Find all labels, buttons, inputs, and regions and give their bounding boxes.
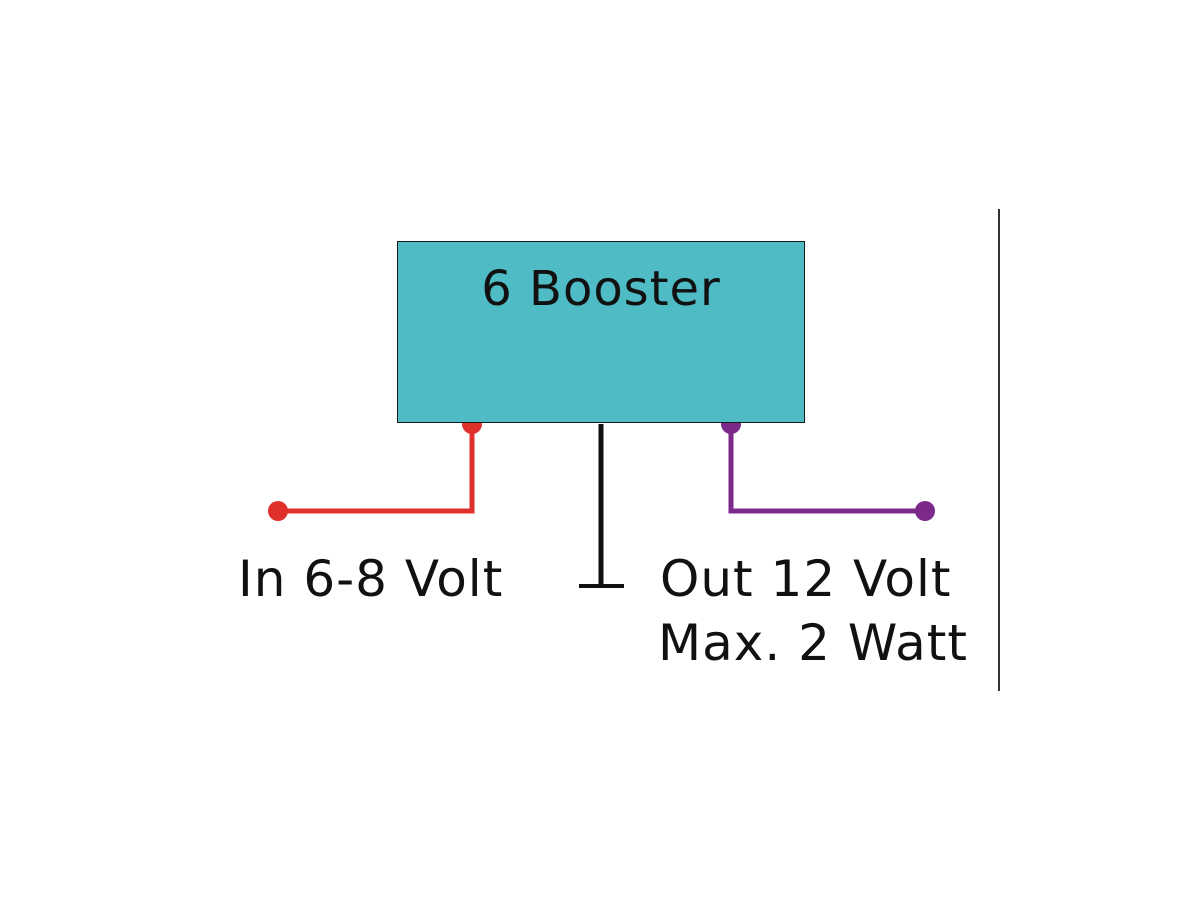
input-wire [278, 424, 475, 514]
page-edge-line [998, 209, 1000, 691]
output-terminal-end-dot [915, 501, 935, 521]
output-power-label: Max. 2 Watt [658, 614, 968, 672]
booster-title: 6 Booster [481, 261, 721, 317]
input-voltage-label: In 6-8 Volt [238, 550, 504, 608]
input-terminal-end-dot [268, 501, 288, 521]
output-voltage-label: Out 12 Volt [660, 550, 952, 608]
booster-module [397, 241, 805, 423]
output-wire [728, 424, 925, 514]
